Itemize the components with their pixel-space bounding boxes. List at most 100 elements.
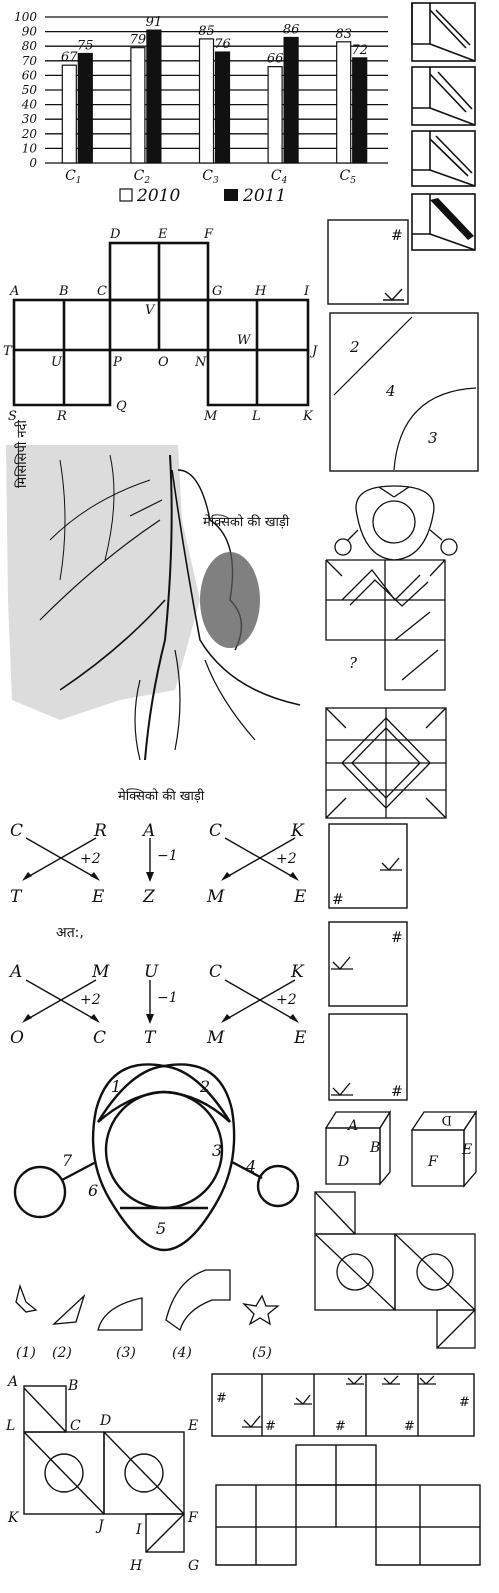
series2-step-2: −1 bbox=[157, 990, 178, 1006]
bar-C5-2011 bbox=[352, 57, 368, 164]
ring-label-7: 7 bbox=[62, 1151, 73, 1170]
shape-option-3 bbox=[97, 1297, 143, 1331]
grid-figure: D E F A B C G H I V W T J U P O N Q S R … bbox=[3, 227, 318, 424]
series1-letter-8: Z bbox=[142, 887, 156, 907]
x-tick-label: C4 bbox=[271, 168, 288, 186]
grid-label-h: H bbox=[254, 284, 267, 299]
y-tick-label: 100 bbox=[14, 10, 37, 24]
y-tick-label: 70 bbox=[22, 54, 38, 68]
net-label-k: K bbox=[7, 1510, 20, 1526]
series2-letter-10: E bbox=[293, 1028, 307, 1048]
bar-C1-2011 bbox=[77, 52, 93, 164]
series2-letter-2: M bbox=[91, 962, 110, 982]
ring-label-5: 5 bbox=[156, 1219, 166, 1238]
shape-option-label-5: (5) bbox=[252, 1345, 272, 1361]
series2-letter-6: O bbox=[10, 1028, 24, 1048]
data-label: 75 bbox=[77, 39, 94, 54]
series1-letter-1: C bbox=[10, 821, 23, 841]
grid-label-g: G bbox=[212, 284, 222, 299]
question-mirror-box: # bbox=[327, 219, 409, 305]
ring-label-2: 2 bbox=[199, 1077, 210, 1096]
diamond-figure bbox=[325, 707, 447, 819]
net-label-i: I bbox=[135, 1522, 142, 1538]
strip-hash-3: # bbox=[335, 1419, 346, 1434]
cube-2: D F E bbox=[410, 1109, 478, 1188]
data-label: 91 bbox=[146, 15, 163, 30]
series1-letter-2: R bbox=[93, 821, 107, 841]
region-label-3: 3 bbox=[428, 429, 438, 447]
x-tick-label: C5 bbox=[339, 168, 356, 186]
ring-label-4: 4 bbox=[245, 1157, 256, 1176]
grid-label-q: Q bbox=[116, 399, 127, 414]
series2-letter-1: A bbox=[8, 962, 22, 982]
series1-letter-3: A bbox=[141, 821, 155, 841]
tick-mark-icon bbox=[383, 288, 404, 302]
cube2-face-e: E bbox=[461, 1142, 472, 1158]
series2-letter-3: U bbox=[144, 962, 159, 982]
ring-label-3: 3 bbox=[212, 1141, 222, 1160]
bar-C2-2010 bbox=[130, 47, 146, 164]
data-label: 76 bbox=[214, 37, 231, 52]
net-figure-labeled: A B L C D E K J F I H G bbox=[5, 1374, 199, 1574]
series1-step-3: +2 bbox=[276, 851, 297, 867]
cube1-face-d: D bbox=[337, 1154, 349, 1170]
letter-series-row-2: A M U C K O C T M E +2 −1 +2 bbox=[8, 962, 307, 1048]
grid-label-r: R bbox=[56, 409, 67, 424]
map-label-river: मिसिसिपी नदी bbox=[14, 420, 30, 488]
region-label-4: 4 bbox=[385, 382, 396, 400]
pattern-figure bbox=[325, 559, 446, 691]
mirror-strip: # # # # # bbox=[211, 1373, 475, 1437]
tick-mark-icon bbox=[331, 1082, 353, 1096]
y-tick-label: 80 bbox=[22, 39, 38, 53]
series1-step-2: −1 bbox=[157, 848, 178, 864]
hash-mark: # bbox=[391, 1084, 403, 1100]
map-label-gulf-bottom: मेक्सिको की खाड़ी bbox=[118, 788, 205, 804]
net-label-j: J bbox=[95, 1518, 105, 1534]
bar-C3-2011 bbox=[214, 51, 231, 164]
grid-label-e: E bbox=[157, 227, 168, 242]
shape-option-label-2: (2) bbox=[52, 1345, 72, 1361]
shape-options: (1) (2) (3) (4) (5) bbox=[15, 1269, 280, 1361]
series2-letter-8: T bbox=[144, 1028, 157, 1048]
shape-option-label-4: (4) bbox=[172, 1345, 192, 1361]
shape-option-label-1: (1) bbox=[16, 1345, 36, 1361]
net-label-e: E bbox=[187, 1418, 198, 1434]
net-label-h: H bbox=[129, 1558, 143, 1574]
ring-label-1: 1 bbox=[111, 1077, 121, 1096]
data-label: 86 bbox=[283, 22, 300, 37]
series1-letter-5: K bbox=[290, 821, 305, 841]
hash-mark: # bbox=[391, 930, 403, 946]
data-label: 79 bbox=[130, 33, 147, 48]
series1-letter-10: E bbox=[293, 887, 307, 907]
ring-figure: 1 2 3 4 5 6 7 bbox=[13, 1063, 300, 1252]
grid-label-p: P bbox=[112, 355, 122, 370]
data-label: 67 bbox=[61, 50, 78, 65]
small-ring-figure bbox=[334, 485, 458, 561]
bar-C4-2010 bbox=[267, 66, 283, 164]
cube2-face-f: F bbox=[427, 1154, 439, 1170]
bar-C3-2010 bbox=[198, 38, 215, 164]
bar-C2-2011 bbox=[146, 29, 162, 164]
y-tick-label: 60 bbox=[22, 68, 38, 82]
bar-C4-2011 bbox=[283, 36, 299, 164]
y-tick-label: 40 bbox=[21, 98, 38, 112]
grid-label-n: N bbox=[194, 355, 207, 370]
x-tick-subscript: 4 bbox=[281, 176, 288, 186]
mirror-option-3 bbox=[411, 130, 476, 187]
series2-step-3: +2 bbox=[276, 992, 297, 1008]
net-label-d: D bbox=[99, 1413, 111, 1429]
x-tick-subscript: 1 bbox=[76, 176, 82, 186]
ring-label-6: 6 bbox=[88, 1181, 98, 1200]
net-label-f: F bbox=[187, 1510, 199, 1526]
cube1-face-a: A bbox=[346, 1118, 358, 1134]
strip-hash-1: # bbox=[216, 1391, 227, 1406]
legend-swatch-2011 bbox=[224, 189, 238, 201]
region-figure: 2 4 3 bbox=[329, 312, 479, 472]
mirror-options-top bbox=[411, 2, 476, 251]
region-label-2: 2 bbox=[349, 338, 360, 356]
series1-step-1: +2 bbox=[80, 851, 101, 867]
